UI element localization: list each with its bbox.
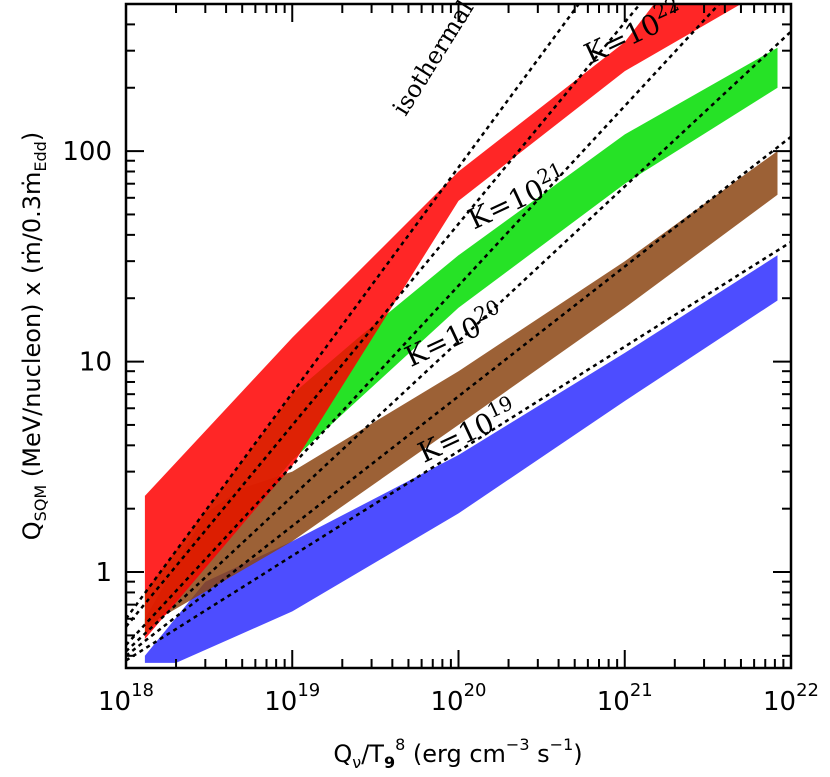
dashed-line-6 [126, 4, 581, 620]
x-tick-label: 1020 [431, 680, 487, 717]
dashed-lines-layer [126, 4, 791, 662]
x-tick-label: 1018 [98, 680, 154, 717]
dashed-line-1 [126, 240, 791, 662]
x-tick-label: 1021 [597, 680, 653, 717]
band-k21 [144, 47, 778, 636]
band-k19 [144, 255, 778, 663]
y-tick-label: 10 [79, 348, 112, 378]
tick-labels-layer: 1018 1019 1020 1021 1022 1 10 100 [62, 137, 819, 717]
y-tick-label: 100 [62, 137, 112, 167]
x-axis-label: Qν/T98 (erg cm−3 s−1) [333, 735, 582, 772]
x-tick-label: 1019 [264, 680, 320, 717]
dashed-line-5 [126, 4, 642, 628]
isothermal-label: isothermal [387, 0, 480, 120]
ticks-layer [125, 3, 792, 668]
y-axis-label: QSQM (MeV/nucleon) x (ṁ/0.3ṁEdd) [18, 132, 50, 540]
x-tick-label: 1022 [763, 680, 819, 717]
dashed-line-4 [126, 4, 721, 646]
y-tick-label: 1 [95, 558, 112, 588]
